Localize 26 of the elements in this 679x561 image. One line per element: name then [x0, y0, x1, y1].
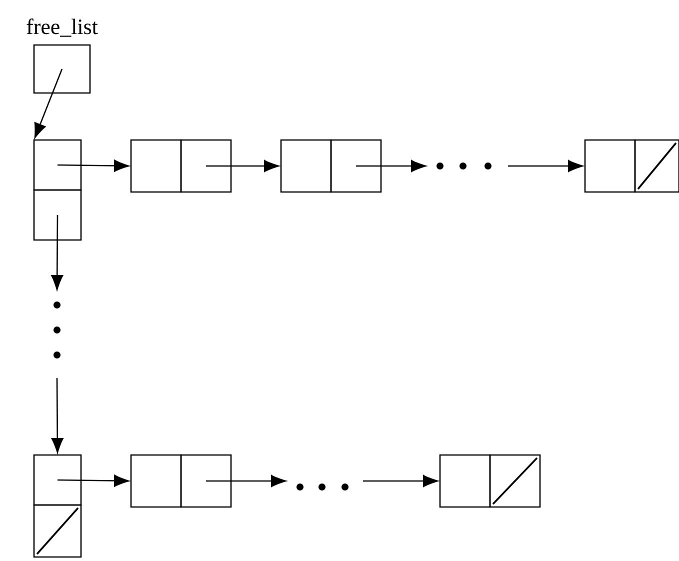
list-cell: [280, 139, 332, 193]
null-pointer-cell: [489, 454, 541, 508]
null-pointer-cell: [33, 504, 82, 558]
list-cell: [33, 454, 82, 506]
list-cell: [330, 139, 382, 193]
list-cell: [33, 189, 82, 241]
list-cell: [180, 454, 232, 508]
null-pointer-cell: [634, 139, 679, 193]
arrow: [58, 160, 130, 172]
arrow: [356, 160, 426, 172]
arrow: [51, 215, 64, 290]
list-cell: [130, 454, 182, 508]
list-cell: [33, 139, 82, 191]
arrow: [508, 160, 584, 172]
arrow: [363, 474, 438, 487]
variable-name: free_list: [26, 18, 98, 37]
arrow: [206, 160, 280, 172]
list-cell: [180, 139, 232, 193]
list-cell: [130, 139, 182, 193]
arrow: [206, 474, 286, 487]
list-cell: [439, 454, 491, 508]
arrow: [58, 474, 130, 487]
pointer-box: [33, 44, 91, 94]
arrow: [34, 68, 63, 138]
arrow: [51, 378, 64, 453]
list-cell: [584, 139, 636, 193]
